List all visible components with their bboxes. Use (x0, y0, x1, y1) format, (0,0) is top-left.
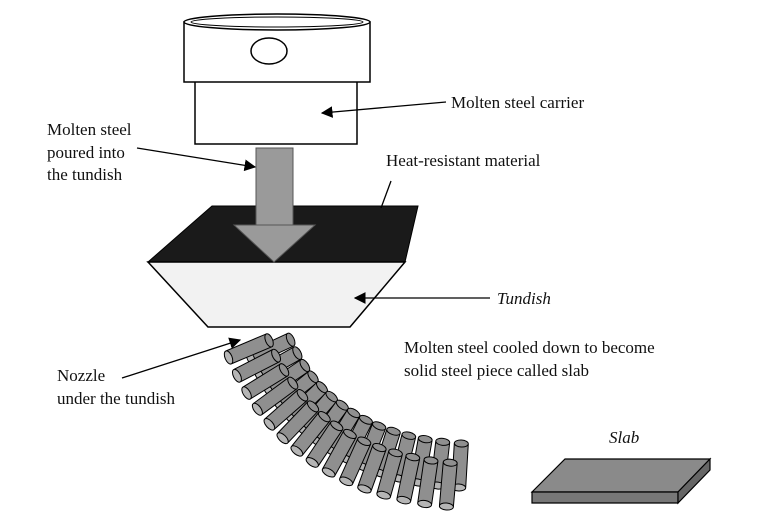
carrier-porthole (250, 37, 288, 65)
carrier-label: Molten steel carrier (451, 93, 584, 112)
slab-label: Slab (609, 428, 639, 447)
roller-far-end (401, 431, 417, 440)
roller-far-end (453, 439, 469, 448)
roller-near-end (290, 445, 304, 457)
roller-far-end (423, 456, 439, 465)
roller-far-end (435, 437, 451, 446)
poured-label-line3: the tundish (47, 165, 123, 184)
slab-front-face (531, 491, 679, 504)
roller-far-end (306, 400, 320, 413)
roller (251, 376, 299, 416)
roller (241, 363, 290, 400)
roller-far-end (330, 420, 344, 432)
roller-far-end (264, 333, 274, 348)
roller-strand (223, 332, 469, 511)
roller-far-end (278, 363, 290, 377)
carrier-inner-rim (190, 16, 364, 28)
roller-far-end (405, 452, 421, 462)
roller-near-end (357, 484, 372, 494)
roller-far-end (343, 428, 357, 440)
roller-far-end (287, 376, 299, 390)
roller (305, 420, 344, 468)
poured-leader-arrow (136, 147, 257, 172)
roller-far-end (296, 389, 309, 402)
roller (263, 389, 309, 431)
roller (396, 452, 421, 505)
roller-near-end (339, 476, 354, 487)
roller (438, 458, 458, 511)
roller (357, 442, 387, 494)
roller (231, 348, 282, 383)
roller-near-end (223, 350, 234, 365)
slab (530, 457, 712, 505)
roller-near-end (276, 432, 289, 445)
stream-shaft (255, 147, 294, 227)
poured-label-line1: Molten steel (47, 120, 132, 139)
roller-far-end (372, 442, 387, 453)
roller (417, 456, 439, 509)
roller-far-end (442, 458, 458, 467)
roller-near-end (417, 499, 433, 509)
roller-near-end (305, 457, 319, 468)
cooled-label-line2: solid steel piece called slab (404, 361, 589, 380)
nozzle-leader-arrow (121, 337, 242, 379)
roller-far-end (317, 410, 331, 423)
molten-steel-stream (232, 147, 317, 263)
roller (223, 333, 274, 365)
tundish-body (146, 261, 407, 328)
heat-resistant-leader-line (380, 180, 392, 209)
cooled-label-line1: Molten steel cooled down to become (404, 338, 655, 357)
nozzle-label-line2: under the tundish (57, 389, 176, 408)
roller-far-end (271, 348, 282, 363)
roller-near-end (251, 402, 263, 416)
heat-resistant-label: Heat-resistant material (386, 151, 541, 170)
roller (339, 436, 372, 487)
roller-near-end (241, 386, 252, 400)
carrier-leader-arrow (320, 101, 447, 118)
roller-far-end (388, 448, 403, 458)
roller-far-end (358, 414, 373, 425)
roller-near-end (321, 467, 336, 478)
roller-far-end (357, 436, 372, 447)
molten-steel-carrier (183, 13, 371, 145)
roller (321, 428, 357, 478)
roller-near-end (396, 495, 412, 505)
nozzle-label-line1: Nozzle (57, 366, 105, 385)
roller-near-end (263, 418, 276, 431)
tundish-label: Tundish (497, 289, 551, 308)
poured-label-line2: poured into (47, 143, 125, 162)
roller (290, 410, 331, 457)
roller-far-end (372, 421, 387, 431)
roller-near-end (438, 502, 454, 511)
roller-near-end (231, 368, 242, 383)
roller (376, 448, 403, 500)
roller-far-end (417, 434, 433, 444)
roller (276, 400, 320, 445)
slab-side-face (677, 457, 711, 505)
stream-arrowhead (232, 224, 317, 263)
roller-far-end (285, 332, 296, 347)
roller-far-end (386, 426, 401, 436)
